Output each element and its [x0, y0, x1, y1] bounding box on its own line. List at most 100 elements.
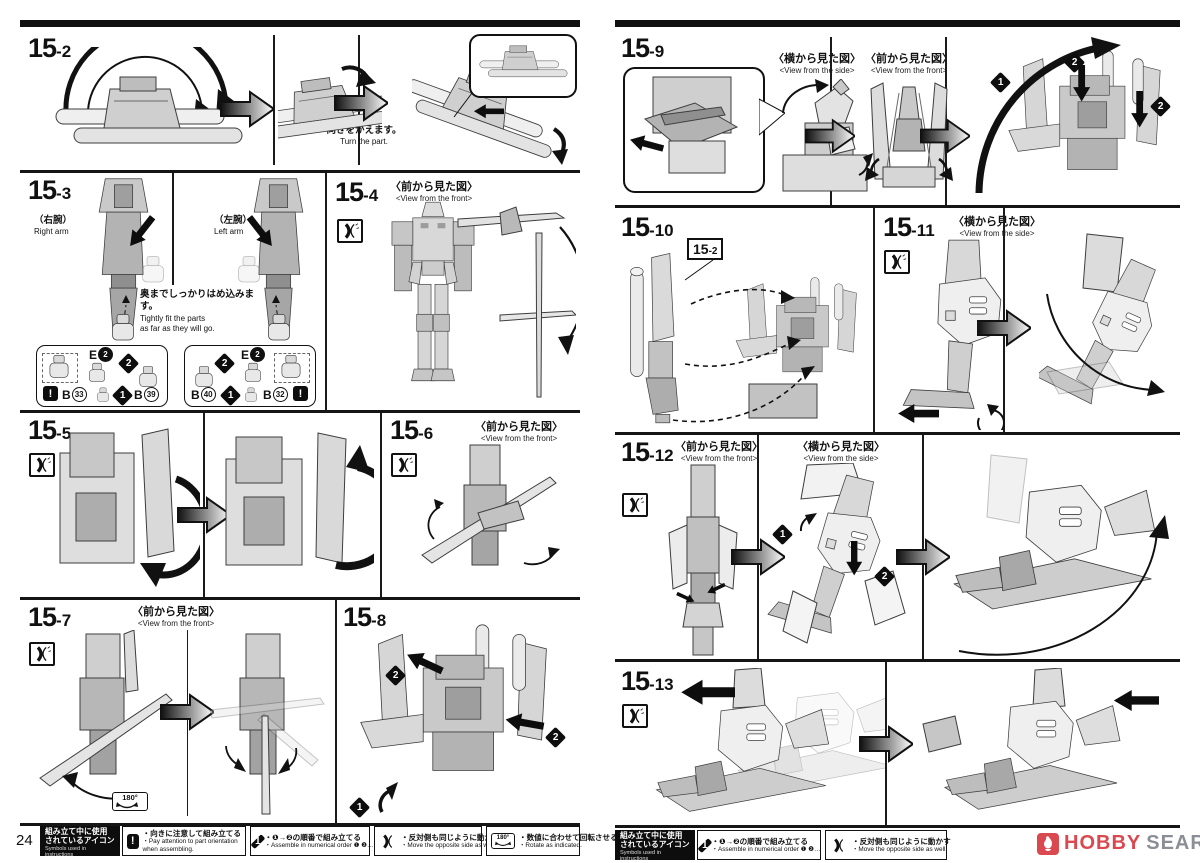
row-divider: [615, 205, 1180, 208]
page-number: 24: [16, 832, 33, 849]
mirror-both-sides-icon: [379, 833, 397, 850]
right-page: 15-9 〈横から見た図〉<View from the side>: [615, 20, 1200, 862]
legend-caution: ! ・向きに注意して組み立てる・Pay attention to part or…: [122, 826, 246, 856]
panel-divider: [203, 413, 205, 597]
view-label-front: 〈前から見た図〉<View from the front>: [865, 53, 953, 75]
arm-sword-illustration: [34, 630, 182, 818]
row-divider: [20, 823, 580, 826]
step-15-3-15-4: 15-3 （右腕）Right arm 奥までしっかりはめ込みます。 Tightl…: [20, 173, 580, 410]
logo-word-search: SEARCH: [1146, 832, 1200, 854]
step-arrow: [859, 726, 913, 762]
step-number: 15-11: [883, 212, 935, 242]
order-badge-icon: 1: [697, 837, 713, 853]
legend-mirror: ・反対側も同じように動かす・Move the opposite side as …: [374, 826, 500, 856]
robot-front-illustration: [391, 201, 576, 407]
inset-leader: [759, 97, 785, 137]
head-side-illustration: [775, 79, 873, 199]
mirror-both-sides-icon: [29, 453, 55, 477]
step-15-9: 15-9 〈横から見た図〉<View from the side>: [615, 27, 1180, 205]
fit-note: 奥までしっかりはめ込みます。 Tightly fit the parts as …: [140, 289, 255, 334]
step-divider: [873, 208, 875, 432]
mirror-both-sides-icon: [29, 642, 55, 666]
hand-part-glyph: [275, 354, 307, 380]
step-15-13: 15-13: [615, 662, 1180, 825]
hobby-search-watermark: HOBBY SEARCH: [1037, 832, 1200, 855]
step-arrow: [977, 310, 1031, 346]
view-label-front: 〈前から見た図〉<View from the front>: [132, 606, 220, 628]
view-label-side: 〈横から見た図〉<View from the side>: [797, 441, 885, 463]
part-glyph: [85, 362, 109, 384]
hand-glyph: [241, 387, 261, 403]
leg-side-illustration: [898, 239, 1019, 430]
view-axis-line: [187, 630, 188, 816]
panel-divider: [922, 435, 924, 659]
step-divider: [380, 413, 382, 597]
leg-bend-fingers-illustration: [767, 463, 917, 657]
panel-divider: [273, 35, 275, 165]
mirror-both-sides-icon: [622, 704, 648, 728]
leg-folding-illustration: [1039, 232, 1174, 414]
hand-glyph: [93, 387, 113, 403]
part-glyph: [241, 362, 265, 384]
legend-title: 組み立て中に使用 されているアイコン Symbols used in instr…: [615, 830, 695, 862]
view-label-side: 〈横から見た図〉<View from the side>: [953, 216, 1041, 238]
legend-numerical-order: 1 ・❶→❷の順番で組み立てる・Assemble in numerical or…: [697, 830, 821, 860]
left-arm-illustration: [238, 178, 304, 341]
view-label-front: 〈前から見た図〉<View from the front>: [475, 421, 563, 443]
step-divider: [335, 600, 337, 823]
leg-slide-illustration: [656, 668, 885, 812]
step-15-12: 15-12 〈前から見た図〉<View from the front> 〈横から…: [615, 435, 1180, 659]
arm-panel-divider: [172, 173, 174, 285]
logo-word-hobby: HOBBY: [1064, 832, 1142, 854]
row-divider: [20, 597, 580, 600]
legend-numerical-order: 1 ・❶→❷の順番で組み立てる・Assemble in numerical or…: [250, 826, 373, 856]
step-divider: [325, 173, 327, 410]
detail-inset-illustration: [627, 69, 759, 187]
step-arrow: [334, 85, 388, 121]
row-divider: [20, 170, 580, 173]
shoulder-fin-raised-illustration: [218, 423, 374, 591]
leg-slid-illustration: [915, 668, 1159, 810]
order-badge: 2: [213, 352, 236, 375]
shoulder-fin-illustration: [54, 423, 200, 587]
step-number: 15-2: [28, 33, 72, 63]
step-15-7-15-8: 15-7 〈前から見た図〉<View from the front> 180°: [20, 600, 580, 823]
caution-icon: !: [127, 833, 139, 849]
arm-sword-rotated-illustration: [200, 630, 332, 818]
hand-option-box: [42, 353, 78, 383]
step-15-10-15-11: 15-10 15-2 15-11 〈横から見た図〉<View from the …: [615, 208, 1180, 432]
step-number: 15-3: [28, 175, 72, 205]
row-divider: [615, 659, 1180, 662]
right-arm-illustration: [98, 178, 164, 341]
row-divider: [615, 432, 1180, 435]
backpack-assembly-illustration: [360, 624, 547, 818]
view-label-front: 〈前から見た図〉<View from the front>: [675, 441, 763, 463]
turn-part-note: 向きをかえます。 Turn the part.: [326, 125, 402, 147]
order-badge-icon: 1: [250, 833, 266, 849]
legend-rotate: 180° ・数値に合わせて回転させる・Rotate as indicated.: [486, 826, 618, 856]
step-number: 15-10: [621, 212, 674, 242]
mirror-both-sides-icon: [391, 453, 417, 477]
left-arm-label: （左腕）Left arm: [214, 215, 253, 237]
hobby-search-flame-icon: [1037, 832, 1059, 855]
step-15-2: 15-2 向きをかえます。 Turn the part.: [20, 27, 580, 172]
step-number: 15-7: [28, 602, 72, 632]
step-number: 15-13: [621, 666, 674, 696]
panel-divider: [757, 435, 759, 659]
right-arm-label: （右腕）Right arm: [34, 215, 73, 237]
reference-step-box: 15-2: [687, 238, 724, 260]
detail-inset-box: [623, 67, 765, 193]
row-divider: [615, 825, 1180, 828]
leg-folded-illustration: [953, 453, 1169, 657]
mirror-both-sides-icon: [622, 493, 648, 517]
step-number: 15-12: [621, 437, 674, 467]
page-top-rule: [615, 20, 1180, 27]
mirror-both-sides-icon: [884, 250, 910, 274]
